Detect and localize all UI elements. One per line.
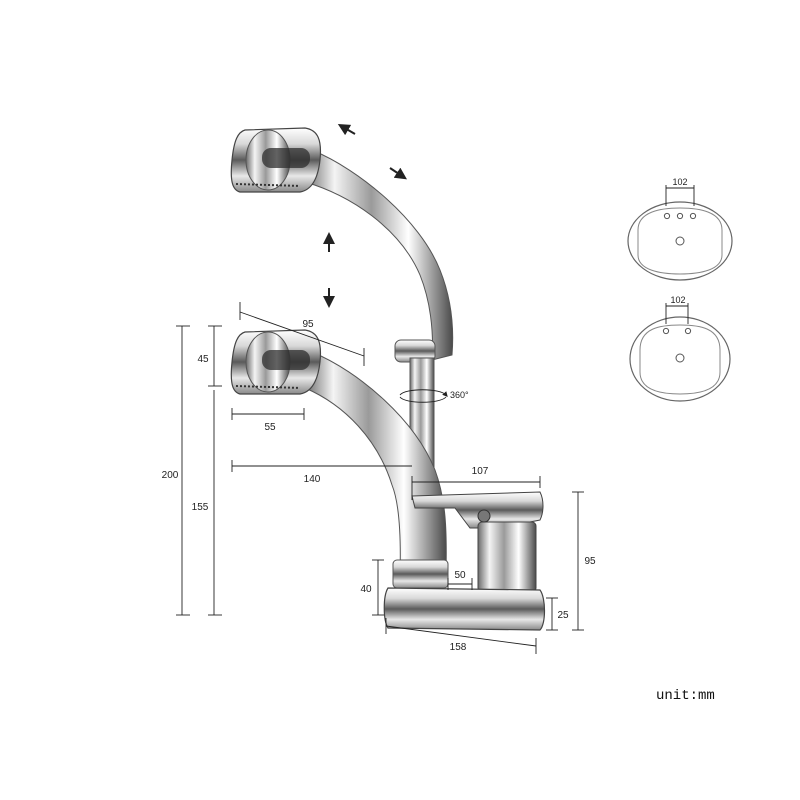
valve-body: [411, 491, 544, 593]
dim-base-height: 25: [546, 597, 569, 631]
dim-label-inlet-height: 40: [360, 584, 372, 595]
rotation-arrow-icon: [399, 389, 448, 403]
dim-head-length: 55: [231, 408, 305, 433]
dim-body-width: 107: [411, 466, 541, 500]
basin-top-view-oval: 102: [627, 177, 733, 281]
dim-head-height: 45: [197, 325, 222, 387]
dim-label-base-height: 25: [557, 610, 569, 621]
dim-spout-to-body: 140: [231, 460, 412, 485]
unit-label: unit:mm: [656, 688, 715, 704]
dim-label-spout-reach: 95: [302, 319, 314, 330]
dim-label-rotation: 360°: [450, 390, 469, 400]
dim-label-spout-height: 155: [192, 502, 209, 513]
basin-2-hole-spacing: 102: [670, 295, 685, 305]
dim-spout-reach: 95: [239, 302, 365, 366]
dim-label-head-length: 55: [264, 422, 276, 433]
dim-base-length: 158: [385, 618, 537, 654]
dim-inlet-height: 40: [360, 559, 384, 616]
dim-label-base-length: 158: [450, 642, 467, 653]
spout-raised-position: [230, 127, 454, 363]
dim-label-head-height: 45: [197, 354, 209, 365]
dim-total-height: 200: [162, 325, 190, 616]
faucet-base: [383, 587, 546, 631]
dim-label-total-height: 200: [162, 470, 179, 481]
dim-label-center-offset: 50: [454, 570, 466, 581]
pull-direction-arrows-icon: [337, 123, 407, 180]
dim-spout-height: 155: [192, 390, 222, 616]
basin-1-hole-spacing: 102: [672, 177, 687, 187]
basin-top-view-round: 102: [629, 295, 731, 402]
dim-label-body-height: 95: [584, 556, 596, 567]
dim-body-height: 95: [572, 491, 596, 631]
dim-center-offset: 50: [447, 570, 473, 590]
dim-label-spout-to-body: 140: [304, 474, 321, 485]
dim-label-body-width: 107: [472, 466, 489, 477]
spout-resting-position: [230, 329, 449, 589]
